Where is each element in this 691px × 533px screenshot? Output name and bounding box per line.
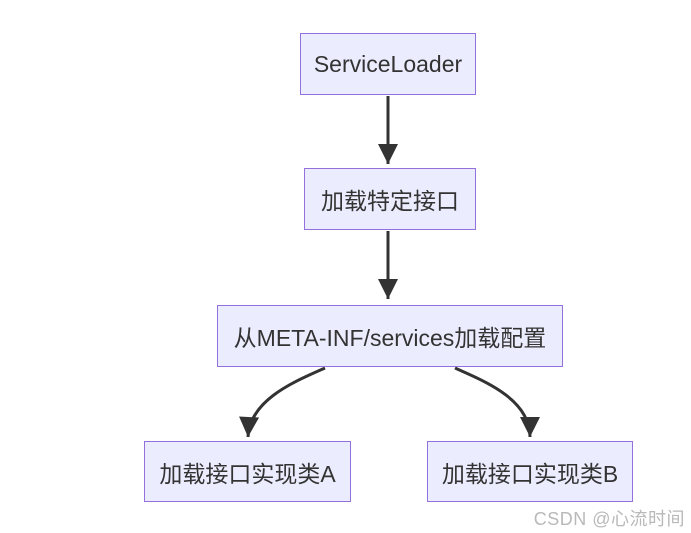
node-impl-b-label: 加载接口实现类B [441, 460, 619, 487]
node-impl-a: 加载接口实现类A [144, 441, 351, 502]
node-load-config-label: 从META-INF/services加载配置 [233, 325, 547, 351]
node-load-config: 从META-INF/services加载配置 [217, 305, 563, 367]
node-load-interface-label: 加载特定接口 [321, 188, 459, 214]
node-serviceloader-label: ServiceLoader [313, 50, 463, 77]
node-impl-b: 加载接口实现类B [427, 441, 633, 502]
node-impl-a-label: 加载接口实现类A [159, 460, 336, 487]
node-load-interface: 加载特定接口 [304, 168, 476, 230]
edge-load-config-to-impl-b [454, 366, 540, 438]
edge-load-config-to-impl-a [239, 366, 326, 438]
node-serviceloader: ServiceLoader [300, 33, 476, 95]
watermark: CSDN @心流时间 [533, 509, 685, 529]
